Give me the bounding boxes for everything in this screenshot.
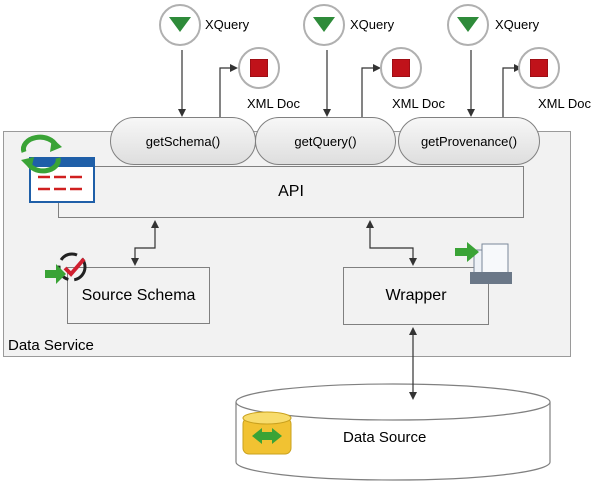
xml-doc-icon-1 bbox=[238, 47, 280, 89]
xquery-label-2: XQuery bbox=[350, 17, 395, 32]
wrapper-icon bbox=[455, 242, 512, 284]
api-window-icon bbox=[20, 134, 95, 203]
api-bar: API bbox=[58, 166, 524, 218]
xml-doc-label-2: XML Doc bbox=[392, 96, 445, 111]
data-source-label: Data Source bbox=[343, 429, 427, 446]
xquery-icon-1 bbox=[159, 4, 201, 46]
source-schema-box: Source Schema bbox=[67, 267, 210, 324]
xml-doc-label-3: XML Doc bbox=[538, 96, 591, 111]
get-query-method: getQuery() bbox=[255, 117, 396, 165]
api-schema-connector bbox=[131, 220, 159, 266]
source-schema-label: Source Schema bbox=[81, 286, 196, 304]
get-provenance-label: getProvenance() bbox=[420, 133, 518, 149]
data-service-label: Data Service bbox=[8, 337, 94, 354]
xquery-label-3: XQuery bbox=[495, 17, 540, 32]
api-wrapper-connector bbox=[366, 220, 417, 266]
wrapper-box: Wrapper bbox=[343, 267, 489, 325]
xml-doc-label-1: XML Doc bbox=[247, 96, 300, 111]
get-schema-method: getSchema() bbox=[110, 117, 256, 165]
xmldoc-arrow-1 bbox=[219, 64, 238, 117]
get-query-label: getQuery() bbox=[294, 133, 357, 149]
xmldoc-arrow-2 bbox=[361, 64, 381, 117]
source-schema-icon bbox=[45, 252, 87, 284]
get-provenance-method: getProvenance() bbox=[398, 117, 540, 165]
xquery-icon-3 bbox=[447, 4, 489, 46]
xmldoc-arrow-3 bbox=[502, 64, 522, 117]
data-source-cylinder bbox=[235, 383, 551, 481]
xml-doc-icon-3 bbox=[518, 47, 560, 89]
data-source-icon bbox=[242, 411, 292, 455]
get-schema-label: getSchema() bbox=[145, 133, 221, 149]
wrapper-label: Wrapper bbox=[385, 287, 447, 304]
xml-doc-icon-2 bbox=[380, 47, 422, 89]
xquery-label-1: XQuery bbox=[205, 17, 250, 32]
api-label: API bbox=[278, 183, 304, 200]
xquery-icon-2 bbox=[303, 4, 345, 46]
